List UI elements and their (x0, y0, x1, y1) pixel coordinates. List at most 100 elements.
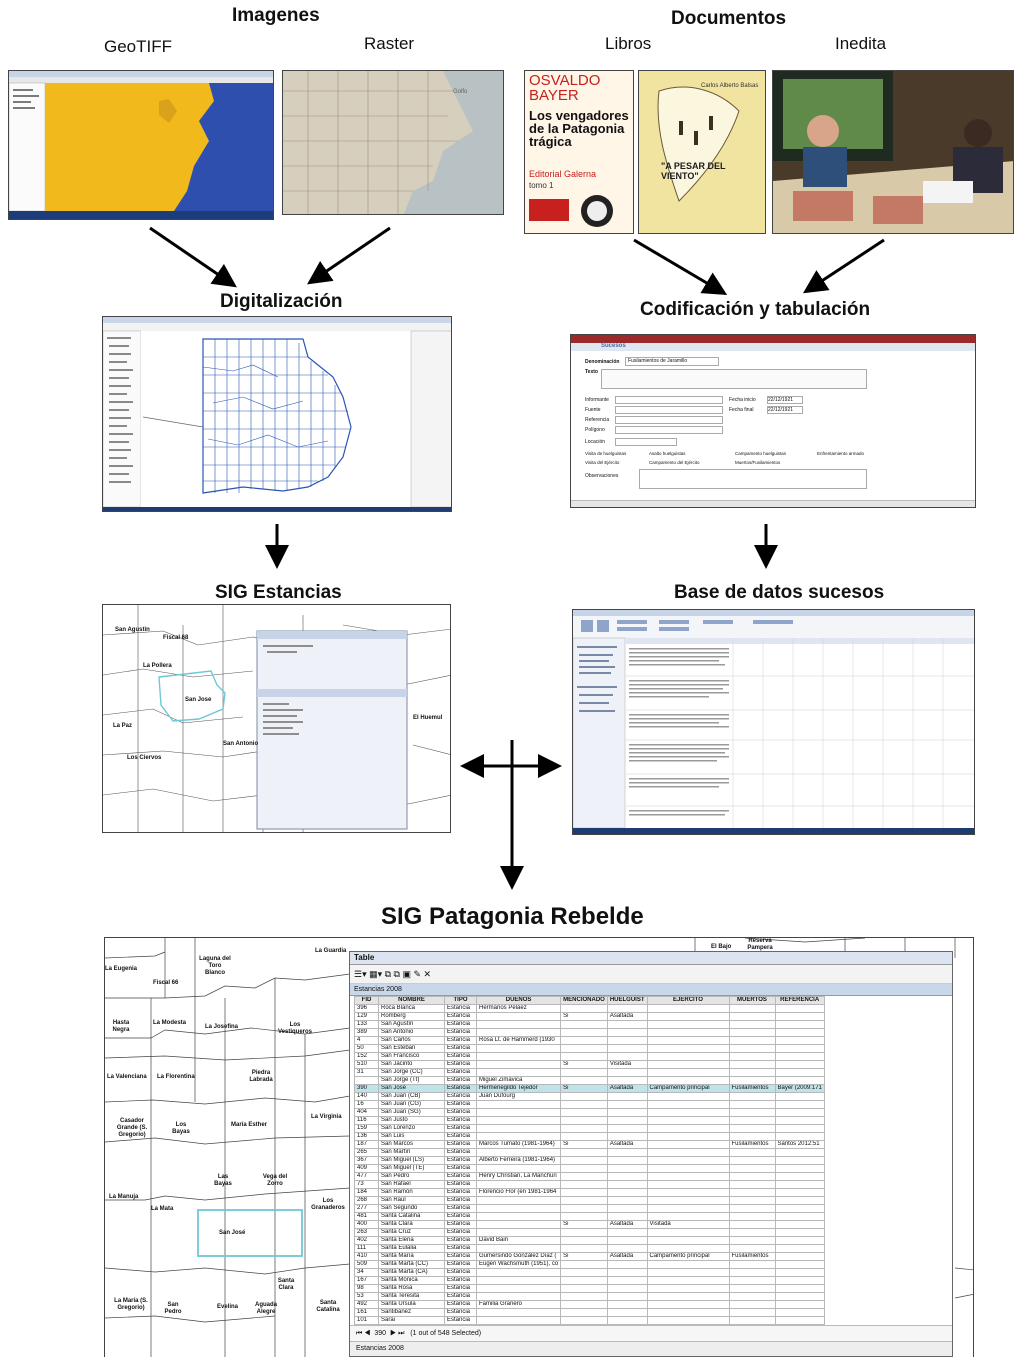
form-fecha-final-field[interactable]: 22/12/1921 (767, 406, 803, 414)
table-cell (774, 1316, 825, 1325)
form-locacion-field[interactable] (615, 438, 677, 446)
table-tab[interactable]: Estancias 2008 (350, 984, 952, 996)
form-fecha-final-label: Fecha final (729, 407, 754, 413)
check-muertos[interactable]: Muertos/Fusilamientos (735, 460, 781, 465)
arrow-libros-codificacion (633, 238, 728, 296)
pat-label-8: La Valenciana (107, 1074, 147, 1080)
pat-label-7: Los Vestiqueros (277, 1022, 312, 1035)
heading-sig-patagonia: SIG Patagonia Rebelde (381, 903, 644, 930)
form-referencia-label: Referencia (585, 417, 610, 423)
heading-documentos: Documentos (671, 8, 787, 29)
pat-label-0: La Eugenia (105, 966, 138, 972)
digitalizacion-screenshot (102, 316, 452, 512)
form-title: Sucesos (601, 343, 626, 349)
form-fecha-inicio-field[interactable]: 22/12/1921 (767, 396, 803, 404)
pat-label-11: Casador Grande (S. Gregorio) (116, 1118, 148, 1138)
book2-author: Carlos Alberto Balsas (701, 83, 759, 89)
arrow-raster-digitalizacion (307, 226, 391, 285)
form-referencia-field[interactable] (615, 416, 723, 424)
record-number[interactable]: 390 (374, 1330, 387, 1337)
sig-estancias-screenshot: San Agustín Fiscal 68 La Pollera San Jos… (102, 604, 451, 833)
pat-label-17: La Manuja (109, 1194, 139, 1200)
form-denominacion-field[interactable]: Fusilamientos de Jaramillo (625, 357, 719, 366)
table-toolbar[interactable]: ☰▾ ▦▾ ⧉ ⧉ ▣ ✎ ✕ (350, 965, 952, 984)
book1-author: OSVALDO BAYER (529, 72, 601, 104)
book1-volume: tomo 1 (529, 181, 554, 190)
book1-title: Los vengadores de la Patagonia trágica (529, 108, 629, 149)
label-raster: Raster (364, 34, 415, 53)
form-informante-field[interactable] (615, 396, 723, 404)
table-window-title: Table (350, 952, 952, 965)
arrow-geotiff-digitalizacion (149, 226, 237, 288)
pat-label-9: La Florentina (157, 1074, 195, 1080)
geotiff-map (9, 71, 273, 219)
check-campamento-huelguistas[interactable]: Campamento huelguistas (735, 451, 787, 456)
raster-scan: Golfo (282, 70, 504, 215)
base-datos-screenshot (572, 609, 975, 835)
pat-label-20: Los Granaderos (311, 1198, 345, 1211)
table-navigation[interactable]: ⏮ ◀ 390 ▶ ⏭ (1 out of 548 Selected) (350, 1325, 952, 1342)
pat-label-15: Las Bayas (214, 1174, 232, 1187)
patagonia-map (105, 938, 973, 1357)
base-datos-grid (573, 610, 974, 834)
pat-label-5: La Modesta (153, 1020, 187, 1026)
check-asalto-huelguistas[interactable]: Asalto huelguistas (649, 451, 686, 456)
book2-title: "A PESAR DEL VIENTO" (661, 161, 726, 181)
pat-label-24: Aguada Alegre (254, 1302, 277, 1315)
inedita-photo-scene (773, 71, 1013, 233)
heading-imagenes: Imagenes (232, 5, 320, 26)
geotiff-screenshot (8, 70, 274, 220)
book2-illustration (639, 71, 765, 233)
pat-label-26: Santa Catalina (316, 1300, 340, 1313)
check-enfrentamiento[interactable]: Enfrentamiento armado (817, 451, 865, 456)
table-cell (475, 1316, 562, 1325)
est-label-7: El Huemul (413, 715, 443, 721)
svg-text:Golfo: Golfo (453, 89, 468, 95)
heading-codificacion: Codificación y tabulación (640, 299, 871, 320)
form-denominacion-label: Denominación (585, 359, 620, 365)
pat-label-6: La Josefina (205, 1024, 239, 1030)
form-poligono-field[interactable] (615, 426, 723, 434)
attribute-table-window[interactable]: Table ☰▾ ▦▾ ⧉ ⧉ ▣ ✎ ✕ Estancias 2008 FID… (349, 951, 953, 1357)
form-texto-field[interactable] (601, 369, 867, 389)
est-label-1: Fiscal 68 (163, 635, 189, 641)
book1-publisher: Editorial Galerna (529, 169, 597, 179)
sig-estancias-map (103, 605, 450, 832)
pat-label-23: Evelina (217, 1304, 239, 1310)
est-label-5: Los Ciervos (127, 755, 162, 761)
check-visita-huelguistas[interactable]: Visita de huelguistas (585, 451, 627, 456)
form-poligono-label: Polígono (585, 427, 605, 433)
check-visita-ejercito[interactable]: Visita del Ejército (585, 460, 620, 465)
pat-label-25: Santa Clara (277, 1278, 295, 1291)
pat-label-12: Los Bayas (172, 1122, 190, 1135)
est-label-3: San Jose (185, 697, 212, 703)
label-libros: Libros (605, 34, 652, 53)
pat-label-13: María Esther (230, 1122, 267, 1128)
check-campamento-ejercito[interactable]: Campamento del Ejército (649, 460, 700, 465)
pat-label-14: La Virginia (311, 1114, 342, 1120)
pat-label-1: Laguna del Toro Blanco (199, 956, 231, 976)
inedita-photo (772, 70, 1014, 234)
form-fuente-field[interactable] (615, 406, 723, 414)
table-bottom-tab[interactable]: Estancias 2008 (350, 1341, 952, 1356)
label-inedita: Inedita (835, 34, 887, 53)
codificacion-form-screenshot: Sucesos Denominación Fusilamientos de Ja… (570, 334, 976, 508)
form-observaciones-field[interactable] (639, 469, 867, 489)
est-label-6: San Antonio (223, 741, 259, 747)
book-bayer-cover: OSVALDO BAYER Los vengadores de la Patag… (524, 70, 634, 234)
